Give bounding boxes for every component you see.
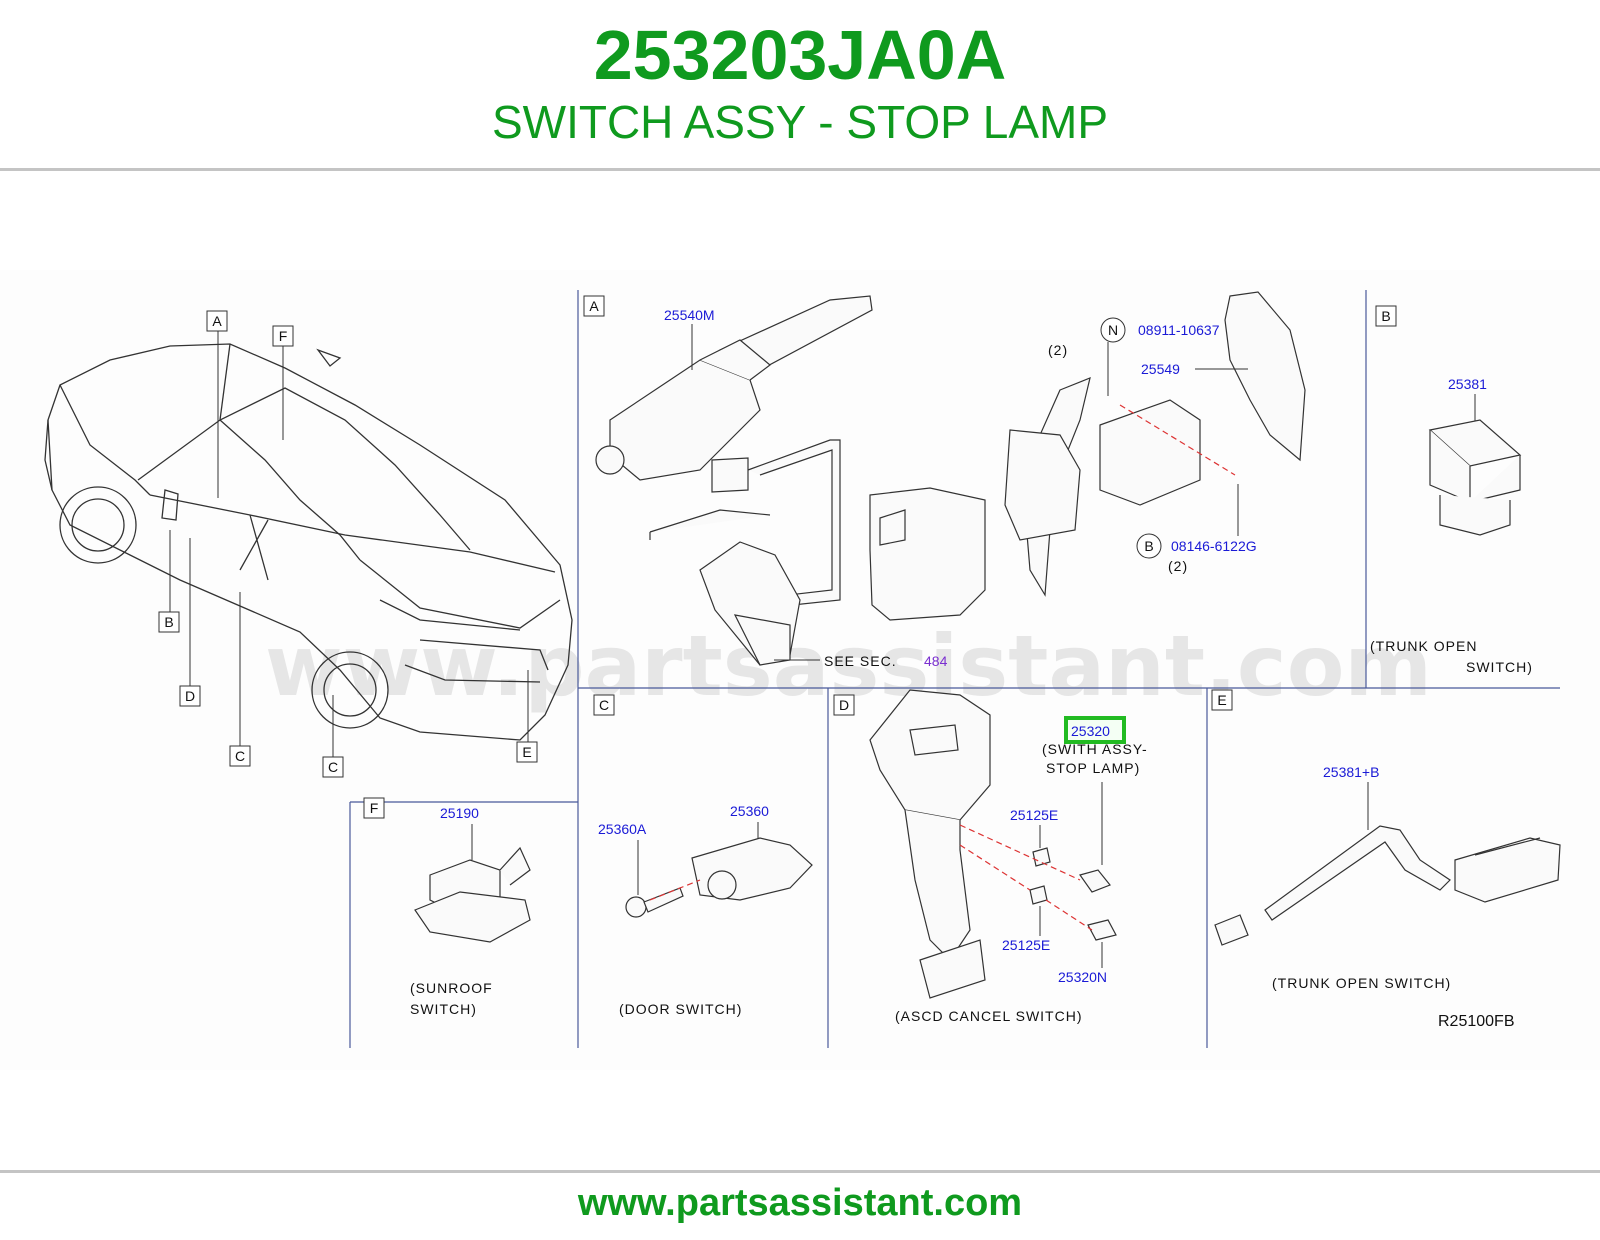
callout-box-b: [158, 611, 180, 633]
car-leader-lines: [169, 331, 529, 757]
trunk-switch-e-drawing: [1214, 825, 1561, 946]
circle-b: [1136, 533, 1162, 559]
circle-n-letter: N: [1108, 322, 1118, 338]
sunroof-switch-drawing: [414, 846, 531, 943]
part-25320n[interactable]: 25320N: [1058, 969, 1107, 985]
highlight-box-25320: [1064, 716, 1126, 744]
section-a-tag: A: [589, 298, 599, 314]
part-25320-highlighted[interactable]: 25320: [1071, 723, 1110, 739]
section-e-tag: E: [1217, 692, 1226, 708]
part-25125e-lower[interactable]: 25125E: [1002, 937, 1050, 953]
section-f: F 25190 (SUNROOF SWITCH): [363, 797, 531, 1017]
footer-divider: [0, 1170, 1600, 1173]
part-25360a[interactable]: 25360A: [598, 821, 647, 837]
part-25190[interactable]: 25190: [440, 805, 479, 821]
diagram-reference-code: R25100FB: [1438, 1013, 1515, 1030]
qty-08146: (2): [1168, 558, 1188, 574]
callout-b: B: [164, 614, 173, 630]
paddle-shifter-drawing: [1004, 291, 1306, 597]
callout-d: D: [185, 688, 195, 704]
callout-box-c2: [322, 756, 344, 778]
section-e-caption: (TRUNK OPEN SWITCH): [1272, 975, 1451, 991]
section-d-tag-box: [833, 694, 855, 716]
section-c-caption: (DOOR SWITCH): [619, 1001, 742, 1017]
part-25360[interactable]: 25360: [730, 803, 769, 819]
part-25381-b[interactable]: 25381+B: [1323, 764, 1379, 780]
section-b-tag-box: [1375, 305, 1397, 327]
header-divider: [0, 168, 1600, 171]
part-number-title: 253203JA0A: [593, 16, 1007, 94]
parts-diagram: www.partsassistant.com: [0, 270, 1600, 1070]
section-b-caption-1: (TRUNK OPEN: [1370, 638, 1477, 654]
car-callouts: A F B D C C E: [158, 310, 538, 778]
section-c: C 25360A 25360 (DOOR SWITCH): [593, 694, 813, 1017]
section-f-tag-box: [363, 797, 385, 819]
callout-box-c: [229, 745, 251, 767]
part-08911-10637[interactable]: 08911-10637: [1138, 322, 1220, 338]
highlight-caption-2: STOP LAMP): [1046, 760, 1140, 776]
part-25549[interactable]: 25549: [1141, 361, 1180, 377]
brake-pedal-drawing: [869, 689, 991, 999]
section-b-tag: B: [1381, 308, 1390, 324]
circle-n: [1100, 317, 1126, 343]
qty-08911: (2): [1048, 342, 1068, 358]
stop-lamp-switch-drawing: [1029, 847, 1117, 941]
section-f-tag: F: [370, 800, 379, 816]
callout-c2: C: [328, 759, 338, 775]
part-25540m[interactable]: 25540M: [664, 307, 715, 323]
callout-a: A: [212, 313, 222, 329]
section-a: A 25540M SEE SEC. 484 N: [583, 291, 1306, 669]
car-overview-drawing: [44, 343, 573, 741]
callout-f: F: [279, 328, 288, 344]
section-c-tag-box: [593, 694, 615, 716]
section-dividers: [349, 290, 1560, 1048]
section-b: B 25381 (TRUNK OPEN SWITCH): [1370, 305, 1533, 675]
callout-e: E: [522, 744, 531, 760]
trunk-switch-b-drawing: [1428, 419, 1522, 536]
section-d-caption: (ASCD CANCEL SWITCH): [895, 1008, 1083, 1024]
highlight-caption-1: (SWITH ASSY-: [1042, 741, 1148, 757]
section-e-tag-box: [1211, 689, 1233, 711]
callout-box-d: [179, 685, 201, 707]
callout-box-e: [516, 741, 538, 763]
combination-switch-drawing: [595, 295, 873, 611]
section-b-caption-2: SWITCH): [1466, 659, 1533, 675]
door-switch-drawing: [625, 837, 813, 918]
section-a-tag-box: [583, 295, 605, 317]
section-c-tag: C: [599, 697, 609, 713]
section-d-tag: D: [839, 697, 849, 713]
part-25125e-upper[interactable]: 25125E: [1010, 807, 1058, 823]
section-f-caption-2: SWITCH): [410, 1001, 477, 1017]
part-name-subtitle: SWITCH ASSY - STOP LAMP: [491, 96, 1109, 148]
callout-box-f: [272, 325, 294, 347]
section-e: E 25381+B (TRUNK OPEN SWITCH): [1211, 689, 1561, 991]
part-08146-6122g[interactable]: 08146-6122G: [1171, 538, 1257, 554]
part-25381[interactable]: 25381: [1448, 376, 1487, 392]
section-f-caption-1: (SUNROOF: [410, 980, 493, 996]
diagram-svg: www.partsassistant.com: [44, 290, 1561, 1048]
footer-site-url[interactable]: www.partsassistant.com: [577, 1182, 1023, 1224]
see-sec-label: SEE SEC.: [824, 653, 897, 669]
see-sec-number[interactable]: 484: [924, 653, 948, 669]
callout-c: C: [235, 748, 245, 764]
switch-connector-drawing: [699, 487, 986, 666]
section-d: D 25320 (SWITH ASSY- STOP LAMP) 25125E 2…: [833, 689, 1148, 1024]
circle-b-letter: B: [1144, 538, 1153, 554]
callout-box-a: [206, 310, 228, 332]
